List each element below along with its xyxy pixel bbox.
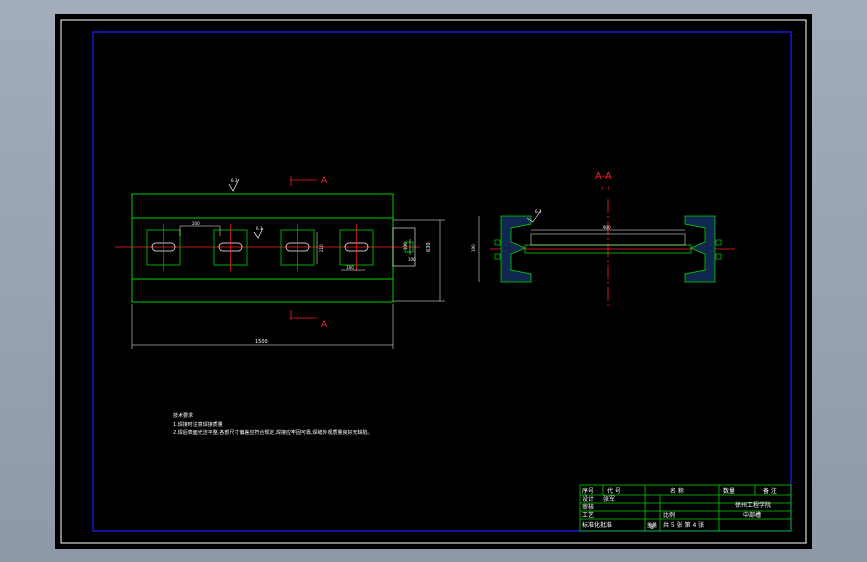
title-block-text: 序号 代 号 名 称 数量 备 注 设计 张军 徐州工程学院 审核 工艺 比例 … (582, 487, 777, 531)
section-mark-top: A (290, 176, 328, 186)
roughness-symbol-top: 6.3 (228, 178, 240, 192)
svg-text:6.3: 6.3 (535, 209, 542, 214)
svg-text:8: 8 (650, 524, 654, 531)
dim-length: 1500 (255, 339, 268, 345)
svg-text:代 号: 代 号 (607, 487, 621, 495)
slot-block (213, 224, 248, 271)
dim-height-outer: 630 (426, 242, 432, 252)
svg-text:序号: 序号 (582, 487, 594, 495)
slot-blocks (146, 224, 374, 271)
svg-text:6.3: 6.3 (231, 178, 238, 183)
section-title: A-A (595, 171, 612, 182)
svg-text:中部槽: 中部槽 (743, 511, 761, 519)
svg-text:标准化批准: 标准化批准 (582, 521, 612, 529)
notes-line-2: 2.焊后表面光洁平整,各部尺寸偏差应符合规定,焊接应牢固可靠,焊缝外观质量良好无… (173, 429, 373, 436)
inner-frame (92, 31, 792, 532)
svg-text:数量: 数量 (723, 487, 735, 495)
svg-text:备 注: 备 注 (763, 487, 777, 495)
svg-text:A: A (321, 176, 328, 186)
dim-pitch: 200 (192, 221, 200, 226)
svg-text:重量: 重量 (647, 522, 657, 529)
svg-text:徐州工程学院: 徐州工程学院 (735, 501, 771, 509)
svg-text:审核: 审核 (582, 503, 594, 511)
section-view: A-A 2 : 1 900 190 (471, 171, 735, 306)
section-roughness: 6.3 (526, 209, 542, 223)
slot-block (280, 224, 315, 271)
drawing-sheet: 630 100 1500 200 210 160 100 (55, 14, 812, 549)
svg-text:工艺: 工艺 (582, 511, 594, 519)
outer-frame (60, 19, 807, 544)
section-mark-bottom: A (290, 310, 328, 330)
dim-slot-width: 100 (408, 257, 416, 262)
dim-slot-side: 160 (346, 265, 354, 270)
plan-view: 630 100 1500 200 210 160 100 (115, 176, 445, 349)
left-profile (500, 215, 532, 283)
slot-block (339, 224, 374, 271)
section-scale: 2 : 1 (601, 186, 610, 191)
svg-text:张军: 张军 (603, 495, 615, 503)
notes-line-1: 1.焊接时注意焊接质量 (173, 421, 223, 428)
dim-section-height: 190 (471, 244, 476, 252)
svg-text:名 称: 名 称 (670, 487, 684, 495)
svg-text:A: A (321, 320, 328, 330)
plan-outline (131, 193, 394, 303)
drawing-canvas[interactable]: 630 100 1500 200 210 160 100 (55, 14, 812, 549)
dim-width-small: 100 (403, 242, 408, 250)
dim-inner-length: 900 (603, 225, 611, 230)
svg-text:共 5 张 第 4 张: 共 5 张 第 4 张 (663, 521, 704, 529)
technical-notes: 技术要求 1.焊接时注意焊接质量 2.焊后表面光洁平整,各部尺寸偏差应符合规定,… (173, 412, 373, 436)
slot-block (146, 224, 181, 271)
svg-text:6.3: 6.3 (256, 226, 263, 231)
roughness-symbol-inner: 6.3 (253, 226, 264, 239)
title-block (579, 484, 792, 532)
svg-text:比例: 比例 (663, 511, 675, 519)
right-profile (684, 215, 716, 283)
notes-title: 技术要求 (173, 412, 193, 419)
dim-height-inner: 210 (319, 244, 324, 252)
svg-text:设计: 设计 (582, 495, 594, 503)
